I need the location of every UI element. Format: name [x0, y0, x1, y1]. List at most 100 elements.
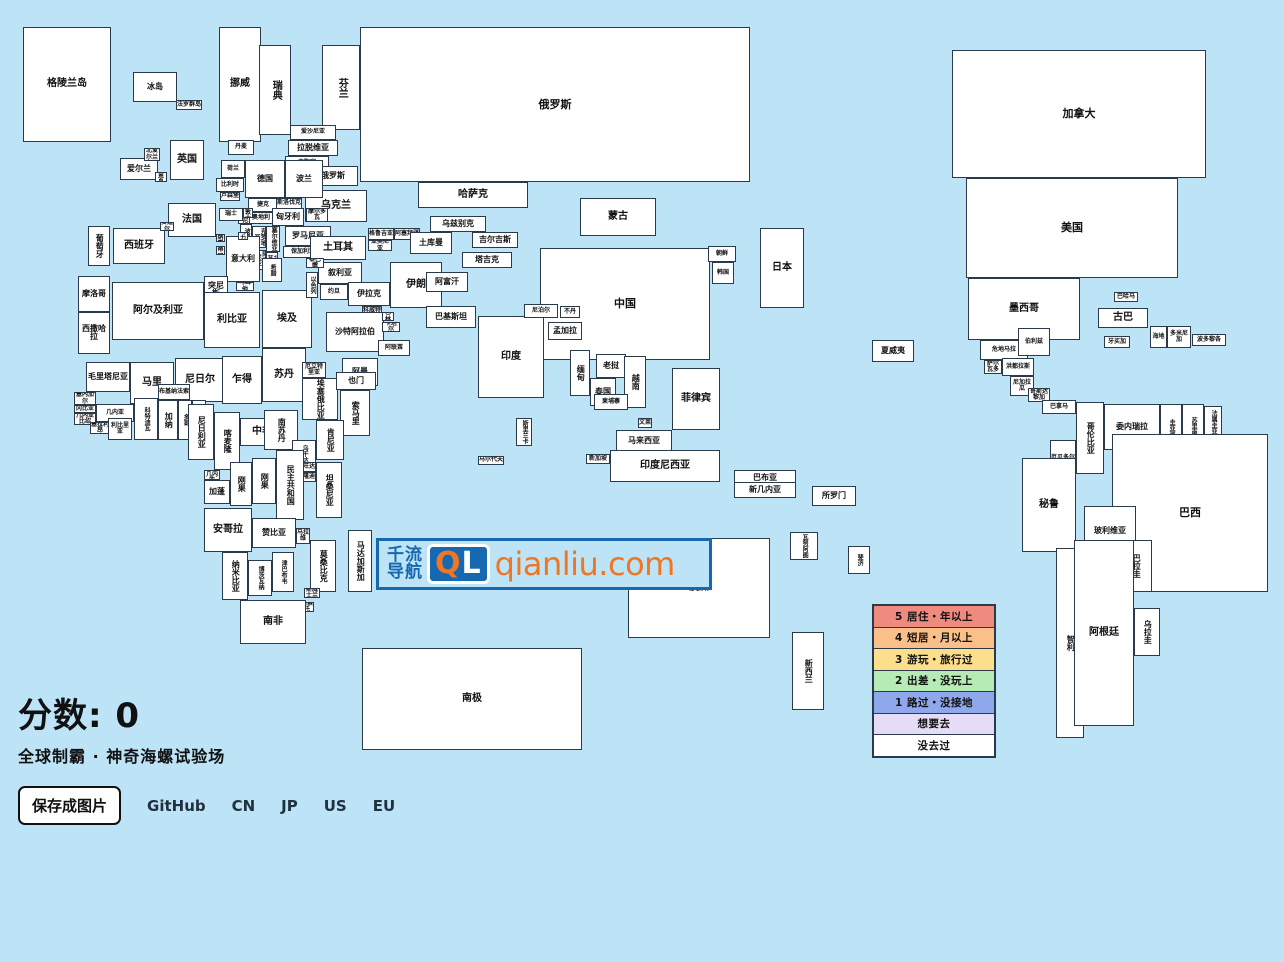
country-region[interactable]: 瑞士 — [219, 208, 243, 221]
country-region[interactable]: 所罗门 — [812, 486, 856, 506]
country-region[interactable]: 波兰 — [285, 160, 323, 198]
country-region[interactable]: 老挝 — [596, 354, 626, 378]
country-region[interactable]: 新几内亚 — [734, 482, 796, 498]
country-region[interactable]: 英国 — [170, 140, 204, 180]
country-region[interactable]: 梵蒂冈 — [216, 246, 225, 255]
save-image-button[interactable]: 保存成图片 — [18, 786, 122, 825]
country-region[interactable]: 尼日利亚 — [188, 404, 214, 460]
country-region[interactable]: 马里 — [130, 362, 174, 404]
legend-row[interactable]: 3 游玩・旅行过 — [874, 649, 994, 671]
country-region[interactable]: 加蓬 — [204, 480, 230, 504]
nav-link-cn[interactable]: CN — [231, 797, 256, 815]
country-region[interactable]: 洪都拉斯 — [1002, 358, 1034, 376]
country-region[interactable]: 匈牙利 — [272, 208, 304, 226]
country-region[interactable]: 津巴布韦 — [272, 552, 294, 592]
country-region[interactable]: 圣马力诺 — [238, 232, 248, 240]
country-region[interactable]: 哈萨克 — [418, 182, 528, 208]
country-region[interactable]: 秘鲁 — [1022, 458, 1076, 552]
legend-row[interactable]: 没去过 — [874, 735, 994, 756]
country-region[interactable]: 马耳他 — [236, 282, 254, 291]
nav-link-github[interactable]: GitHub — [147, 797, 206, 815]
country-region[interactable]: 丹麦 — [228, 140, 254, 155]
nav-link-eu[interactable]: EU — [372, 797, 396, 815]
country-region[interactable]: 缅甸 — [570, 350, 590, 396]
country-region[interactable]: 土耳其 — [310, 236, 366, 260]
country-region[interactable]: 冈比亚 — [74, 405, 96, 413]
country-region[interactable]: 叙利亚 — [318, 262, 362, 284]
country-region[interactable]: 喀麦隆 — [214, 412, 240, 470]
country-region[interactable]: 坦桑尼亚 — [316, 462, 342, 518]
legend-row[interactable]: 1 路过・没接地 — [874, 692, 994, 714]
country-region[interactable]: 利比里亚 — [108, 418, 132, 440]
country-region[interactable]: 北爱尔兰 — [144, 148, 160, 161]
country-region[interactable]: 斯里兰卡 — [516, 418, 532, 446]
country-region[interactable]: 布基纳法索 — [158, 384, 190, 400]
country-region[interactable]: 哥伦比亚 — [1076, 402, 1104, 474]
country-region[interactable]: 格鲁吉亚 — [368, 228, 394, 240]
country-region[interactable]: 塔吉克 — [462, 252, 512, 268]
country-region[interactable]: 吉尔吉斯 — [472, 232, 518, 248]
country-region[interactable]: 多米尼加 — [1167, 326, 1191, 348]
country-region[interactable]: 美国 — [966, 178, 1178, 278]
country-region[interactable]: 肯尼亚 — [316, 420, 344, 460]
country-region[interactable]: 俄罗斯 — [360, 27, 750, 182]
country-region[interactable]: 乌拉圭 — [1134, 608, 1160, 656]
country-region[interactable]: 苏丹 — [262, 348, 306, 402]
country-region[interactable]: 乌兹别克 — [430, 216, 486, 232]
nav-link-us[interactable]: US — [323, 797, 347, 815]
country-region[interactable]: 西撒哈拉 — [78, 312, 110, 354]
country-region[interactable]: 阿联酋 — [378, 340, 410, 356]
country-region[interactable]: 摩尔多瓦 — [306, 208, 328, 222]
country-region[interactable]: 日本 — [760, 228, 804, 308]
country-region[interactable]: 以色列 — [306, 272, 318, 298]
country-region[interactable]: 捷克 — [248, 198, 278, 212]
country-region[interactable]: 马拉维 — [296, 528, 310, 544]
country-region[interactable]: 卡塔尔 — [382, 322, 400, 332]
country-region[interactable]: 土库曼 — [410, 232, 452, 254]
country-region[interactable]: 瓦努阿图 — [790, 532, 818, 560]
country-region[interactable]: 巴拿马 — [1042, 400, 1076, 414]
country-region[interactable]: 格陵兰岛 — [23, 27, 111, 142]
country-region[interactable]: 越南 — [624, 356, 646, 408]
country-region[interactable]: 南非 — [240, 600, 306, 644]
country-region[interactable]: 希腊 — [262, 258, 282, 282]
country-region[interactable]: 乍得 — [222, 356, 262, 404]
country-region[interactable]: 巴林 — [382, 312, 394, 321]
country-region[interactable]: 西班牙 — [113, 228, 165, 264]
country-region[interactable]: 荷兰 — [221, 160, 245, 178]
country-region[interactable]: 尼泊尔 — [524, 304, 558, 318]
country-region[interactable]: 拉脱维亚 — [288, 140, 338, 156]
country-region[interactable]: 蒙古 — [580, 198, 656, 236]
country-region[interactable]: 刚果 — [252, 458, 276, 504]
country-region[interactable]: 纳米比亚 — [222, 552, 248, 600]
country-region[interactable]: 比利时 — [216, 178, 244, 192]
country-region[interactable]: 冰岛 — [133, 72, 177, 102]
country-region[interactable]: 加拿大 — [952, 50, 1206, 178]
country-region[interactable]: 巴哈马 — [1114, 292, 1138, 302]
country-region[interactable]: 印度 — [478, 316, 544, 398]
country-region[interactable]: 哥斯达黎加 — [1028, 388, 1050, 402]
country-region[interactable]: 不丹 — [560, 306, 580, 318]
country-region[interactable]: 韩国 — [712, 262, 734, 284]
country-region[interactable]: 赞比亚 — [252, 518, 296, 548]
country-region[interactable]: 亚美尼亚 — [368, 240, 392, 251]
country-region[interactable]: 文莱 — [638, 418, 652, 428]
country-region[interactable]: 法罗群岛 — [176, 100, 202, 110]
country-region[interactable]: 塞尔维亚 — [266, 226, 280, 252]
country-region[interactable]: 赤道几内亚 — [204, 470, 220, 480]
country-region[interactable]: 新加坡 — [586, 454, 610, 464]
country-region[interactable]: 阿尔及利亚 — [112, 282, 204, 340]
country-region[interactable]: 斐济 — [848, 546, 870, 574]
country-region[interactable]: 塞内加尔 — [74, 392, 96, 405]
legend-row[interactable]: 2 出差・没玩上 — [874, 670, 994, 692]
country-region[interactable]: 朝鲜 — [708, 246, 736, 262]
country-region[interactable]: 阿根廷 — [1074, 540, 1134, 726]
legend-row[interactable]: 想要去 — [874, 713, 994, 735]
country-region[interactable]: 海地 — [1150, 326, 1167, 348]
country-region[interactable]: 卢森堡 — [220, 192, 240, 201]
country-region[interactable]: 法国 — [168, 203, 216, 237]
country-region[interactable]: 南极 — [362, 648, 582, 750]
country-region[interactable]: 刚果 — [230, 462, 252, 506]
nav-link-jp[interactable]: JP — [281, 797, 298, 815]
